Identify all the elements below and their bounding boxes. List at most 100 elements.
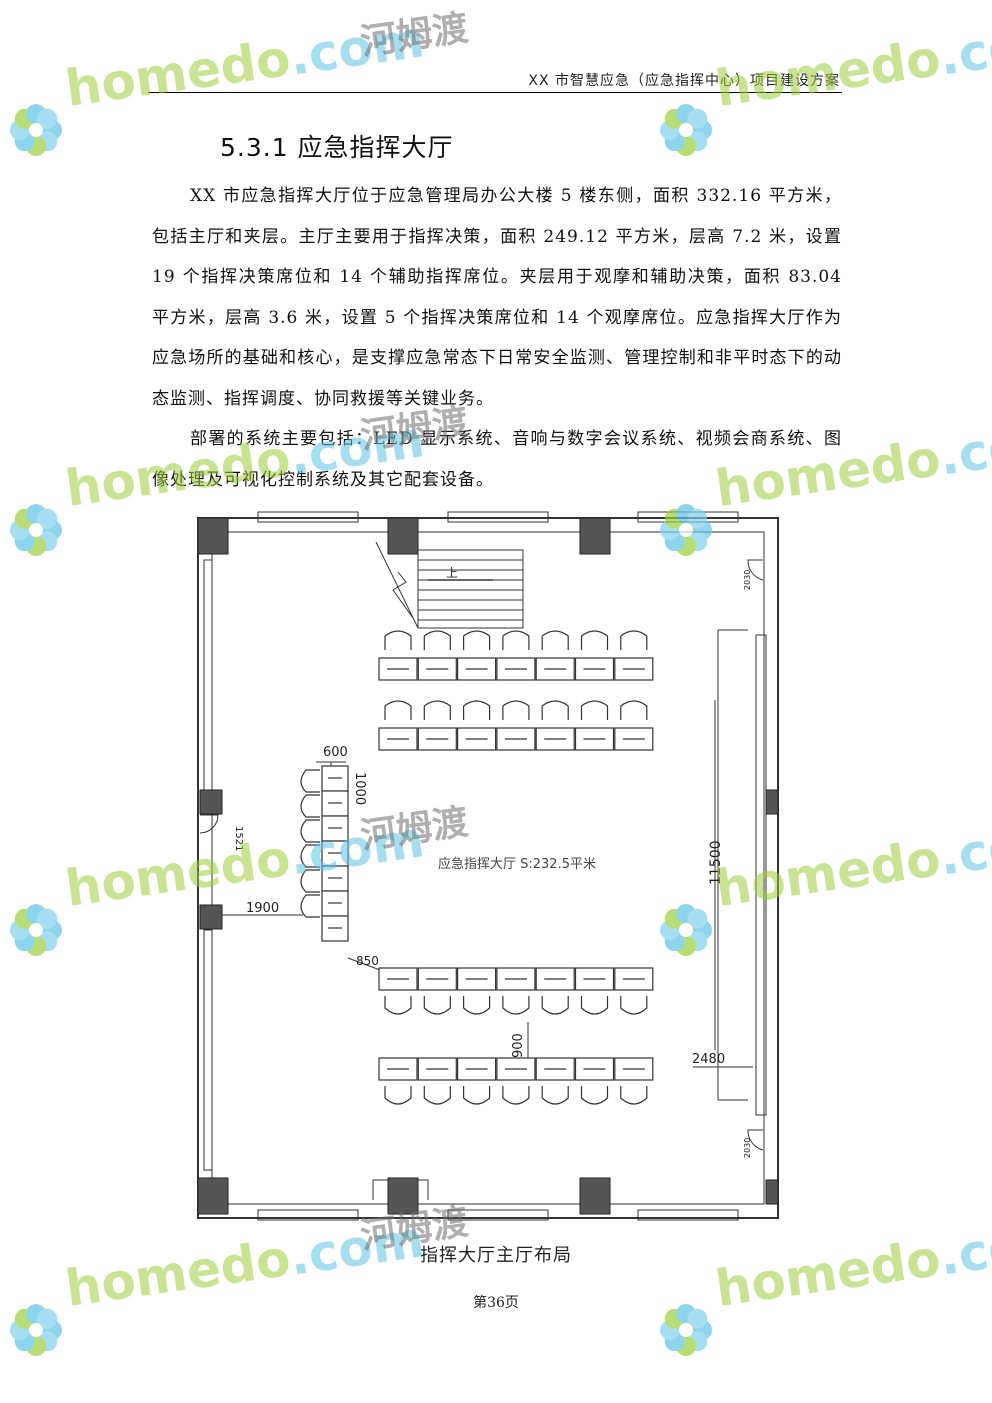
petal (14, 1331, 35, 1352)
petal (10, 920, 30, 940)
chair (502, 1086, 530, 1105)
window-top-1 (257, 511, 359, 523)
wall-right-panel (755, 634, 767, 1116)
petal (687, 1331, 708, 1352)
petal (26, 504, 46, 524)
petal (37, 108, 58, 129)
door-right-top (747, 559, 764, 581)
door-right-bottom (747, 1129, 764, 1151)
dim-door-left: 1521 (233, 826, 244, 851)
petal (687, 131, 708, 152)
column (387, 1177, 419, 1215)
chair (423, 1086, 451, 1105)
chair (580, 630, 609, 650)
petal (26, 536, 46, 556)
floor-plan: 应急指挥大厅 S:232.5平米 上 600 1000 1900 850 900… (197, 511, 779, 1221)
chair (384, 996, 412, 1015)
chair (580, 996, 609, 1015)
dim-door-right-top: 2030 (743, 570, 752, 590)
petal (10, 1320, 30, 1340)
figure-caption: 指挥大厅主厅布局 (420, 1245, 572, 1266)
chair (300, 769, 320, 793)
chair (580, 1086, 609, 1105)
petal (660, 1320, 680, 1340)
chair (541, 700, 569, 720)
flower-center (679, 123, 693, 137)
dim-desk-width: 600 (323, 745, 348, 760)
petal (664, 1331, 685, 1352)
chair (541, 1086, 569, 1105)
petal (42, 120, 62, 140)
chair (300, 794, 320, 818)
watermark-cn: 河姆渡 (358, 6, 471, 64)
column (579, 517, 611, 555)
watermark-suffix: .com (935, 410, 992, 487)
petal (14, 908, 35, 929)
flower-logo-icon (660, 104, 712, 156)
chair (541, 630, 569, 650)
stair-label: 上 (446, 566, 458, 580)
chair (463, 996, 491, 1015)
chair (541, 996, 569, 1015)
chair (384, 700, 412, 720)
column (579, 1177, 611, 1215)
chair (384, 1086, 412, 1105)
section-title: 5.3.1 应急指挥大厅 (220, 133, 454, 162)
flower-center (29, 523, 43, 537)
chair (423, 996, 451, 1015)
petal (42, 920, 62, 940)
seating-layout (300, 630, 654, 1105)
wall-inner (211, 531, 765, 1205)
petal (10, 120, 30, 140)
dim-offset: 850 (356, 954, 379, 968)
flower-logo-icon (10, 904, 62, 956)
page-number: 第36页 (473, 1295, 519, 1311)
chair (502, 700, 530, 720)
watermark-cn-text: 河姆渡 (358, 7, 471, 64)
petal (37, 531, 58, 552)
flower-center (29, 1323, 43, 1337)
header-rule (148, 92, 842, 93)
dim-aisle-left: 1900 (246, 901, 279, 916)
dim-aisle-right: 2480 (692, 1052, 725, 1067)
chair (502, 630, 530, 650)
column (197, 517, 229, 555)
dim-door-right-bottom: 2030 (743, 1138, 752, 1158)
chair (620, 700, 648, 720)
window-left (203, 559, 213, 791)
petal (676, 104, 696, 124)
window-bottom-2 (447, 1209, 549, 1221)
paragraph-2: 部署的系统主要包括：LED 显示系统、音响与数字会议系统、视频会商系统、图像处理… (152, 429, 842, 490)
watermark-suffix: .com (935, 810, 992, 887)
petal (26, 1336, 46, 1356)
chair (300, 819, 320, 843)
flower-logo-icon (10, 504, 62, 556)
chair (300, 894, 320, 918)
window-bottom-1 (257, 1209, 359, 1221)
flower-center (29, 123, 43, 137)
column (765, 1179, 779, 1205)
petal (687, 108, 708, 129)
flower-center (29, 923, 43, 937)
chair (463, 1086, 491, 1105)
petal (660, 120, 680, 140)
chair (463, 630, 491, 650)
petal (42, 1320, 62, 1340)
chair (620, 630, 648, 650)
chair (502, 996, 530, 1015)
watermark-suffix: .com (935, 10, 992, 87)
chair (300, 869, 320, 893)
dim-desk-depth: 1000 (352, 772, 367, 805)
petal (676, 136, 696, 156)
petal (692, 120, 712, 140)
stairs (375, 541, 524, 629)
petal (14, 531, 35, 552)
petal (37, 131, 58, 152)
petal (664, 108, 685, 129)
petal (692, 1320, 712, 1340)
flower-center (679, 1323, 693, 1337)
column (765, 789, 779, 815)
chair (423, 630, 451, 650)
watermark-suffix: .com (285, 10, 428, 87)
petal (14, 131, 35, 152)
